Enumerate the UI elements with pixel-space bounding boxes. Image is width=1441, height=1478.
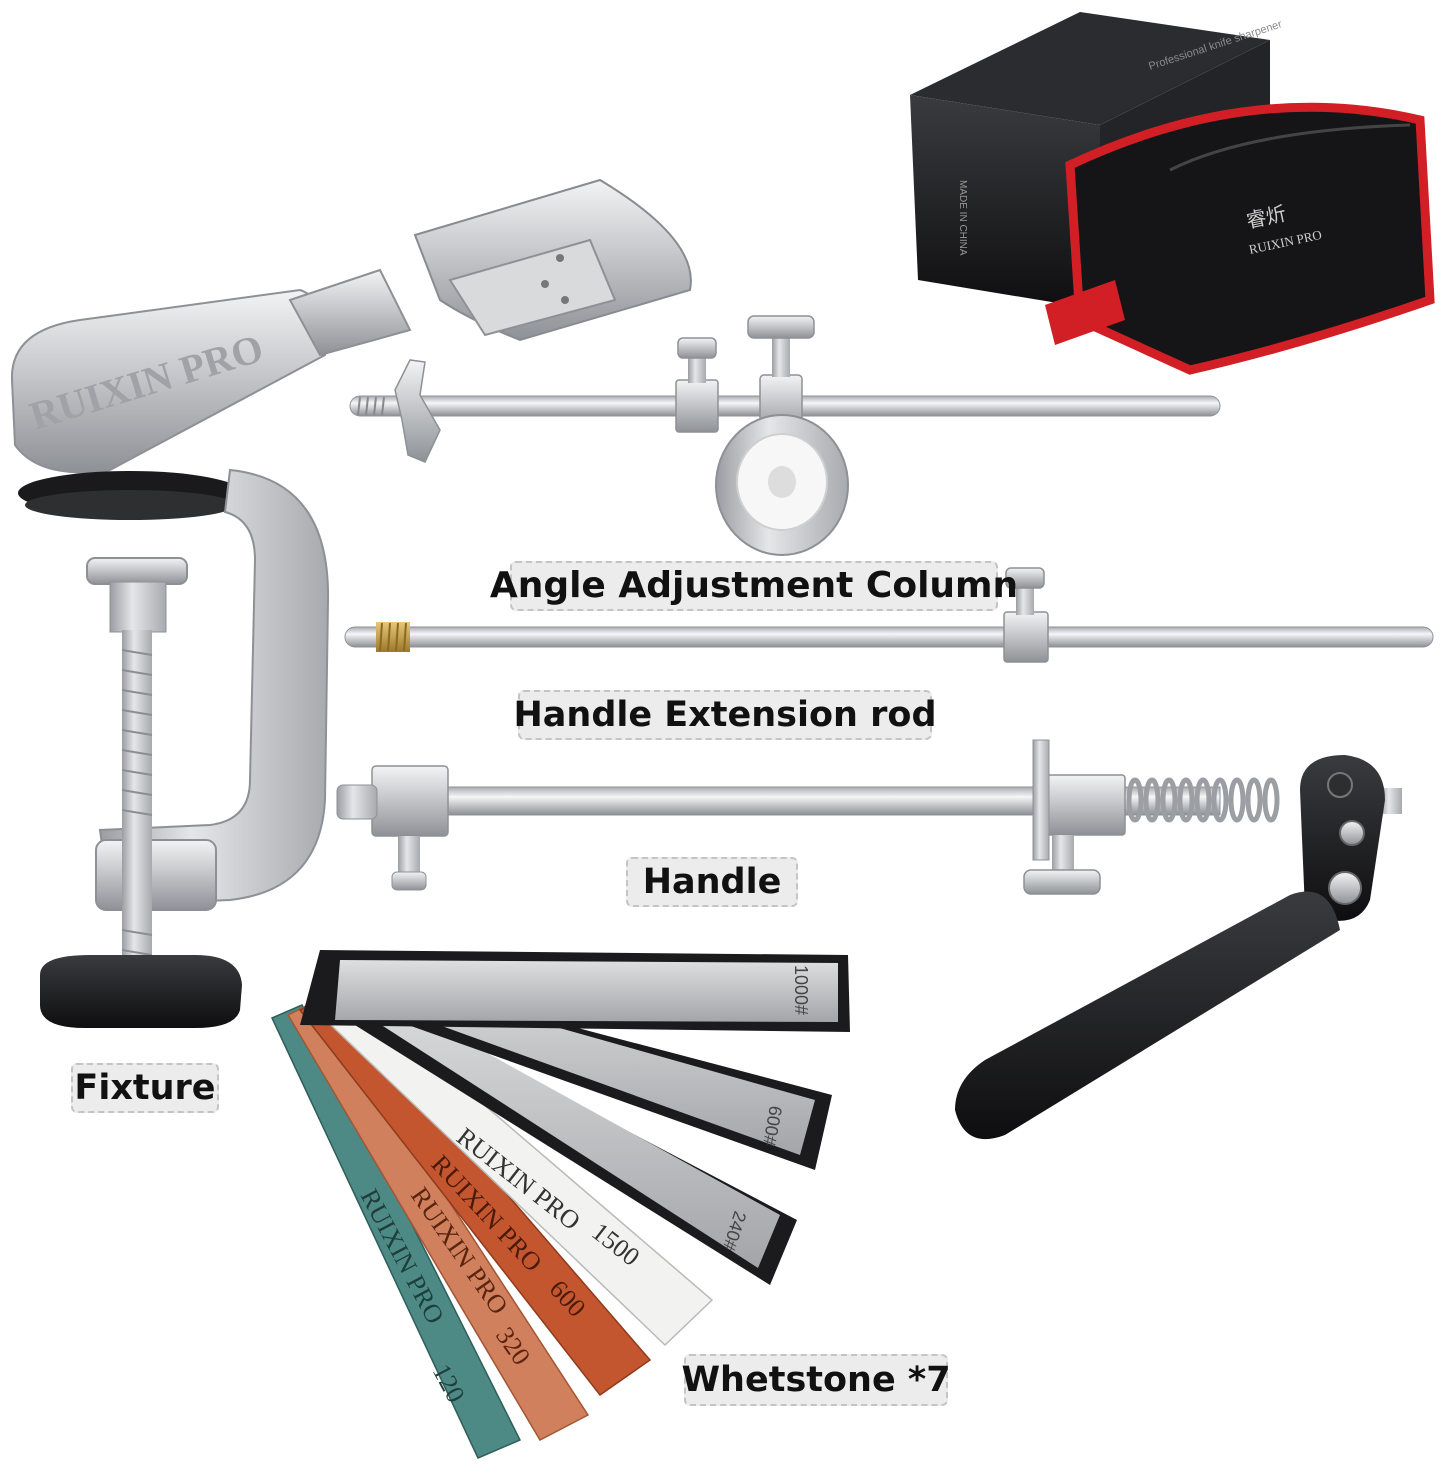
whetstone-set: RUIXIN PRO 120 RUIXIN PRO 320 RUIXIN PRO… <box>270 950 850 1459</box>
storage-bag: 睿炘 RUIXIN PRO <box>1045 102 1435 375</box>
handle-label: Handle <box>626 857 798 907</box>
fixture-label: Fixture <box>71 1063 219 1113</box>
box-made-in-text: MADE IN CHINA <box>957 180 968 256</box>
whetstone-240-diamond: 240# <box>315 980 797 1285</box>
angle-adjustment-column-label: Angle Adjustment Column <box>490 561 1018 611</box>
sharpener-handle <box>336 739 1402 1140</box>
handle-extension-rod <box>344 567 1434 663</box>
handle-extension-rod-label: Handle Extension rod <box>514 690 937 740</box>
angle-adjustment-column <box>349 315 1221 556</box>
fixture-clamp: RUIXIN PRO <box>10 178 692 1028</box>
stone-1000-grit: 1000# <box>791 965 811 1015</box>
whetstone-1000-diamond: 1000# <box>300 950 850 1032</box>
whetstone-label: Whetstone *7 <box>681 1354 951 1406</box>
